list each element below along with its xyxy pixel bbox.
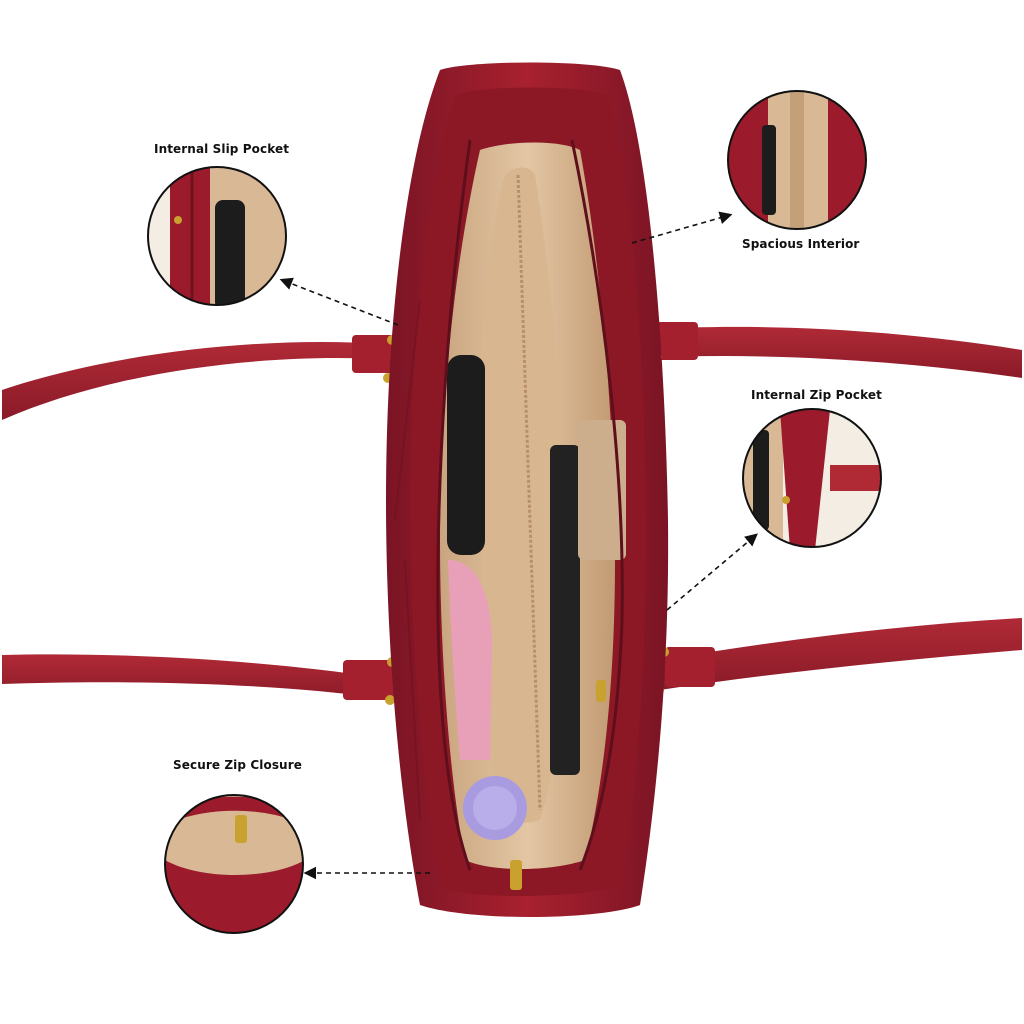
zipper-pullers <box>510 680 606 890</box>
callout-label-zip-pocket: Internal Zip Pocket <box>751 388 882 402</box>
callout-label-slip-pocket: Internal Slip Pocket <box>154 142 290 156</box>
callout-label-zip-closure: Secure Zip Closure <box>173 758 302 772</box>
bag-lining <box>440 142 626 869</box>
zipper-edges <box>436 139 624 871</box>
arrow-slip-pocket <box>279 277 399 326</box>
strap-bottom <box>2 618 1022 700</box>
callout-circle-zip-pocket <box>742 408 882 548</box>
arrow-zip-pocket <box>666 533 758 611</box>
callout-circle-spacious-interior <box>727 90 867 230</box>
callout-label-spacious-interior: Spacious Interior <box>742 237 860 251</box>
callout-circle-zip-closure <box>164 794 304 934</box>
callout-arrows <box>279 211 758 880</box>
arrow-spacious-interior <box>631 211 733 244</box>
callout-circle-slip-pocket <box>147 166 287 306</box>
